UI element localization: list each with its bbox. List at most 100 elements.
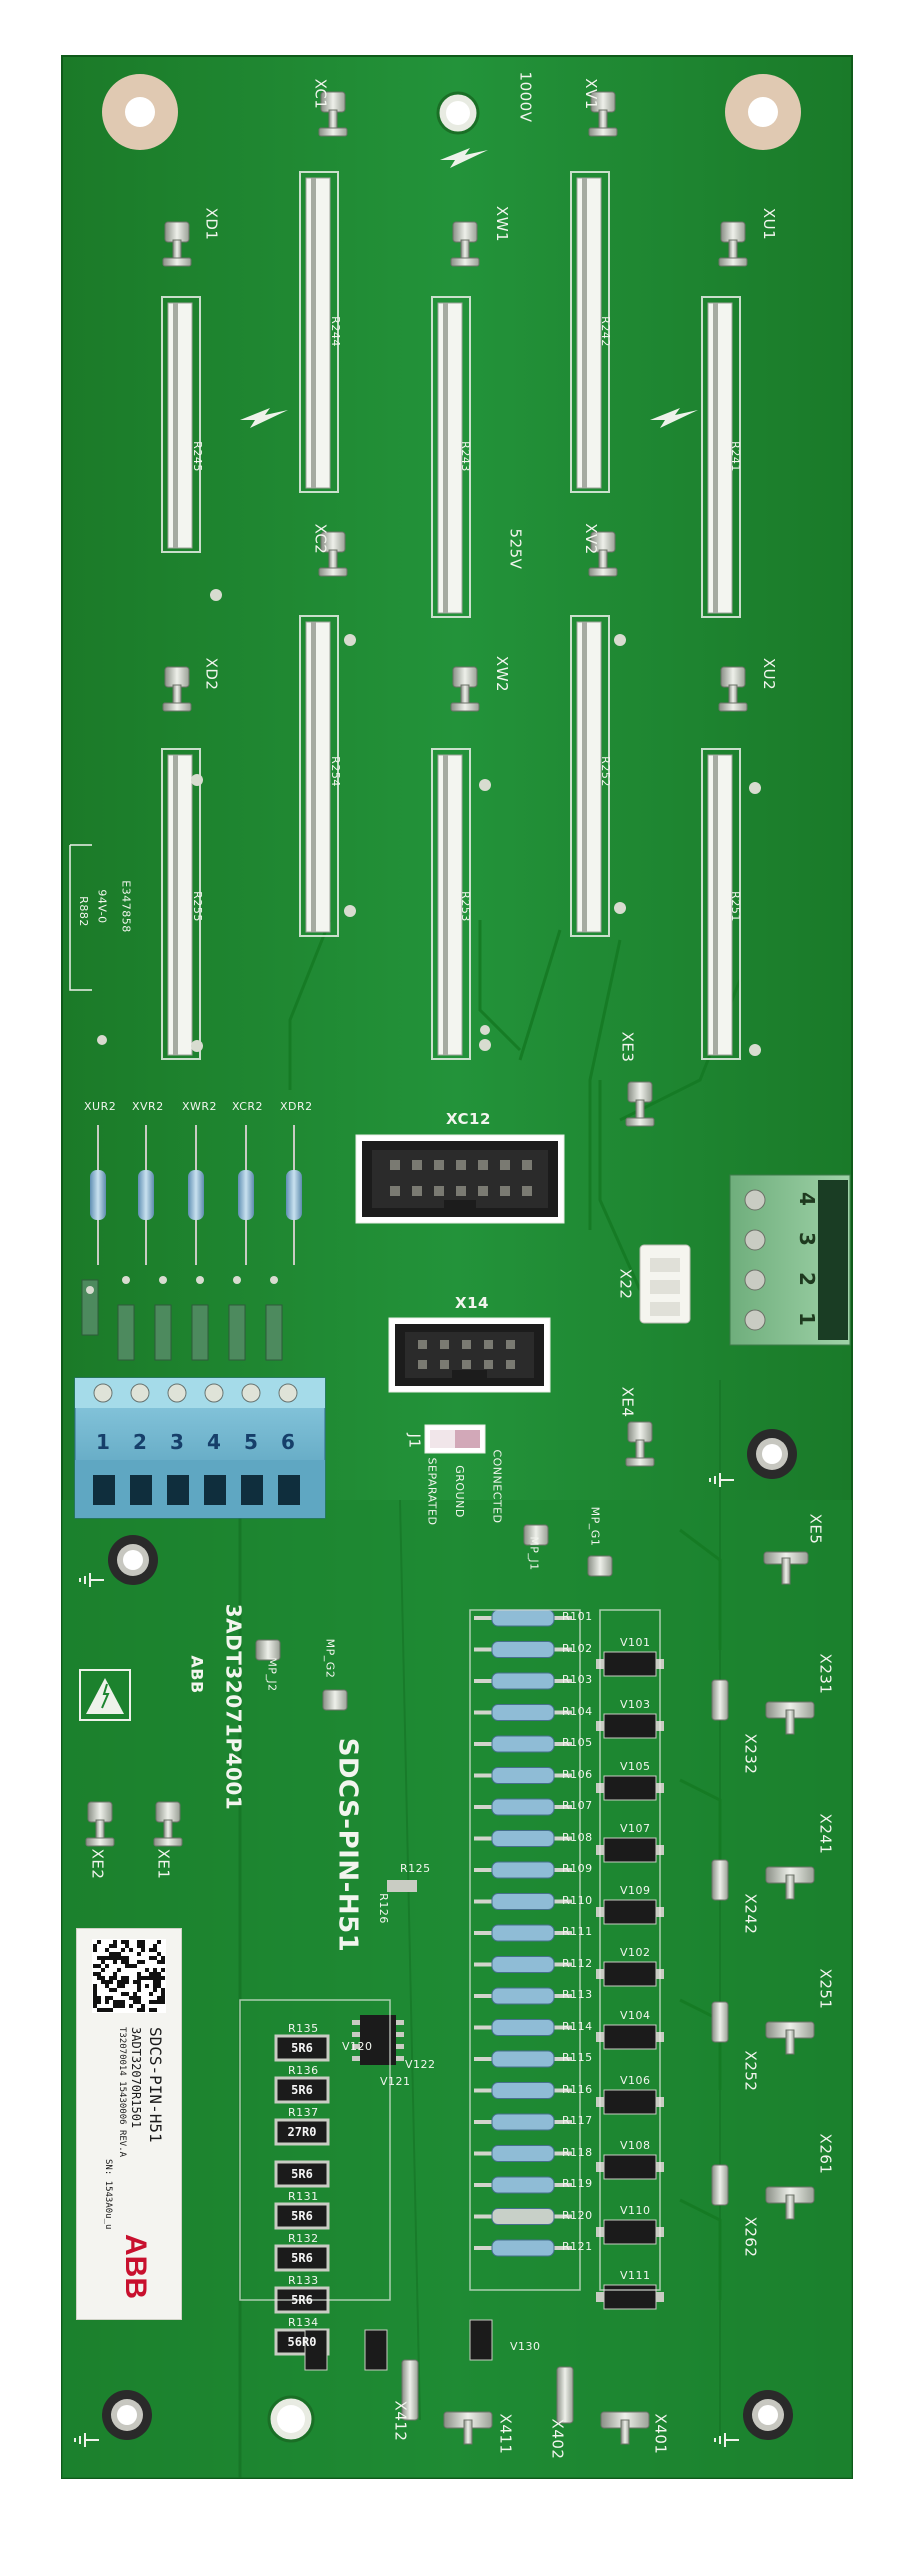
label-mp-g1: MP_G1 (588, 1506, 602, 1547)
cert-mark (69, 844, 92, 991)
label-xe5: XE5 (806, 1513, 825, 1545)
label-r106: R106 (562, 1767, 593, 1781)
label-approval: R882 (76, 896, 90, 927)
label-separated: SEPARATED (425, 1457, 439, 1526)
label-r107: R107 (562, 1799, 593, 1812)
label-r135: R135 (288, 2022, 319, 2035)
x14-header (388, 1317, 551, 1393)
column-resistor (474, 1924, 572, 1942)
label-v110: V110 (620, 2204, 651, 2217)
label-r115: R115 (562, 2051, 593, 2064)
column-resistor (474, 1830, 572, 1847)
label-r118: R118 (562, 2145, 593, 2159)
label-v120: V120 (342, 2040, 373, 2053)
label-r241: R241 (728, 441, 742, 472)
label-r111: R111 (562, 1925, 593, 1938)
label-part-number: 3ADT32071P4001 (221, 1603, 246, 1811)
label-r126: R126 (376, 1893, 390, 1924)
capacitors-row (81, 1276, 283, 1361)
label-x232: X232 (741, 1733, 760, 1775)
label-r102: R102 (562, 1641, 593, 1655)
j1-jumper (424, 1424, 486, 1454)
column-diode (596, 1713, 664, 1739)
label-v108: V108 (620, 2139, 651, 2152)
faston-tabs (85, 91, 815, 2445)
plug-number-2: 2 (794, 1272, 819, 1286)
diode-column (596, 1651, 664, 2310)
label-xd2: XD2 (202, 657, 221, 691)
label-r133: R133 (288, 2274, 319, 2287)
label-r109: R109 (562, 1862, 593, 1875)
label-r136: R136 (288, 2064, 319, 2077)
column-diode (596, 1961, 664, 1987)
label-xc12: XC12 (446, 1110, 491, 1128)
sticker-pn: 3ADT32070R1501 (129, 2027, 143, 2129)
label-xcr2: XCR2 (232, 1100, 264, 1113)
label-xc2: XC2 (311, 523, 330, 555)
label-ground: GROUND (452, 1465, 466, 1518)
label-v104: V104 (620, 2009, 651, 2022)
label-xw2: XW2 (493, 655, 512, 693)
smd-resistor (274, 2118, 330, 2146)
column-resistor (474, 2019, 572, 2036)
label-x252: X252 (741, 2050, 760, 2092)
label-xe4: XE4 (618, 1386, 637, 1418)
power-resistors (167, 177, 733, 1056)
smd-code: 5R6 (291, 2293, 313, 2307)
label-r108: R108 (562, 1830, 593, 1844)
label-x251: X251 (816, 1968, 835, 2010)
column-resistor (474, 1767, 572, 1784)
label-v106: V106 (620, 2074, 651, 2087)
column-resistor (474, 1672, 572, 1690)
label-x262: X262 (741, 2216, 760, 2258)
label-xdr2: XDR2 (280, 1100, 313, 1113)
column-diode (596, 2089, 664, 2115)
column-resistor (474, 1735, 572, 1753)
label-xu2: XU2 (760, 657, 779, 691)
label-x402: X402 (548, 2418, 567, 2460)
label-v107: V107 (620, 1822, 651, 1835)
column-diode (596, 2284, 664, 2310)
column-diode (596, 1837, 664, 1863)
column-resistor (474, 2082, 572, 2099)
label-r137: R137 (288, 2106, 319, 2119)
label-board-name: SDCS-PIN-H51 (332, 1737, 363, 1953)
label-r113: R113 (562, 1988, 593, 2001)
label-r253: R253 (458, 891, 472, 922)
smd-resistor (274, 2244, 330, 2272)
column-resistor (474, 2145, 572, 2162)
smd-code: 5R6 (291, 2083, 313, 2097)
qr-code-icon (92, 1939, 166, 2013)
label-x241: X241 (816, 1813, 835, 1855)
label-xv1: XV1 (581, 78, 600, 110)
plug-number-1: 1 (794, 1312, 819, 1326)
smd-code: 5R6 (291, 2167, 313, 2181)
column-resistor (474, 1956, 572, 1973)
label-r125: R125 (400, 1862, 431, 1875)
label-r252: R252 (598, 756, 612, 787)
label-r131: R131 (288, 2190, 319, 2203)
resistor-column (474, 1609, 572, 2257)
smd-resistor (274, 2076, 330, 2104)
label-cert-code: E347858 (119, 880, 133, 933)
label-r132: R132 (288, 2232, 319, 2245)
plug-number-3: 3 (794, 1232, 819, 1246)
terminal-number-3: 3 (170, 1430, 184, 1454)
smd-code: 56R0 (287, 2335, 317, 2349)
sticker-line3: T32070014 15430006 REV.A (117, 2027, 127, 2158)
label-r116: R116 (562, 2082, 593, 2096)
column-resistor (474, 1798, 572, 1816)
warning-triangle-icon (79, 1669, 131, 1721)
label-r120: R120 (562, 2208, 593, 2222)
plug-number-4: 4 (794, 1192, 819, 1206)
label-xwr2: XWR2 (182, 1100, 218, 1113)
label-v109: V109 (620, 1884, 651, 1897)
label-r104: R104 (562, 1704, 593, 1718)
label-x261: X261 (816, 2133, 835, 2175)
smd-code: 5R6 (291, 2209, 313, 2223)
column-resistor (474, 2239, 572, 2257)
label-r114: R114 (562, 2019, 593, 2033)
label-mp-g2: MP_G2 (323, 1638, 337, 1679)
label-x412: X412 (391, 2400, 410, 2442)
